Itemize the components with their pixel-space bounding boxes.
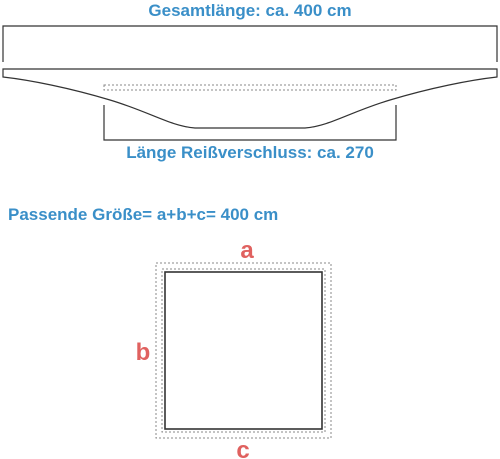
total-length-bracket: [2, 25, 498, 62]
fit-size-label: Passende Größe= a+b+c= 400 cm: [8, 205, 278, 224]
door-frame: [155, 262, 332, 439]
zipper-dashed-line: [103, 84, 397, 91]
draft-stopper-outline: [2, 68, 498, 129]
side-b-label: b: [136, 339, 151, 366]
zipper-length-bracket: [103, 105, 397, 141]
door-frame-outer: [155, 262, 332, 439]
door-frame-inner: [161, 268, 326, 433]
side-a-label: a: [240, 237, 254, 264]
zipper-length-label: Länge Reißverschluss: ca. 270: [126, 143, 374, 162]
total-length-label: Gesamtlänge: ca. 400 cm: [148, 1, 351, 20]
door-opening: [164, 271, 323, 430]
side-c-label: c: [236, 437, 249, 459]
